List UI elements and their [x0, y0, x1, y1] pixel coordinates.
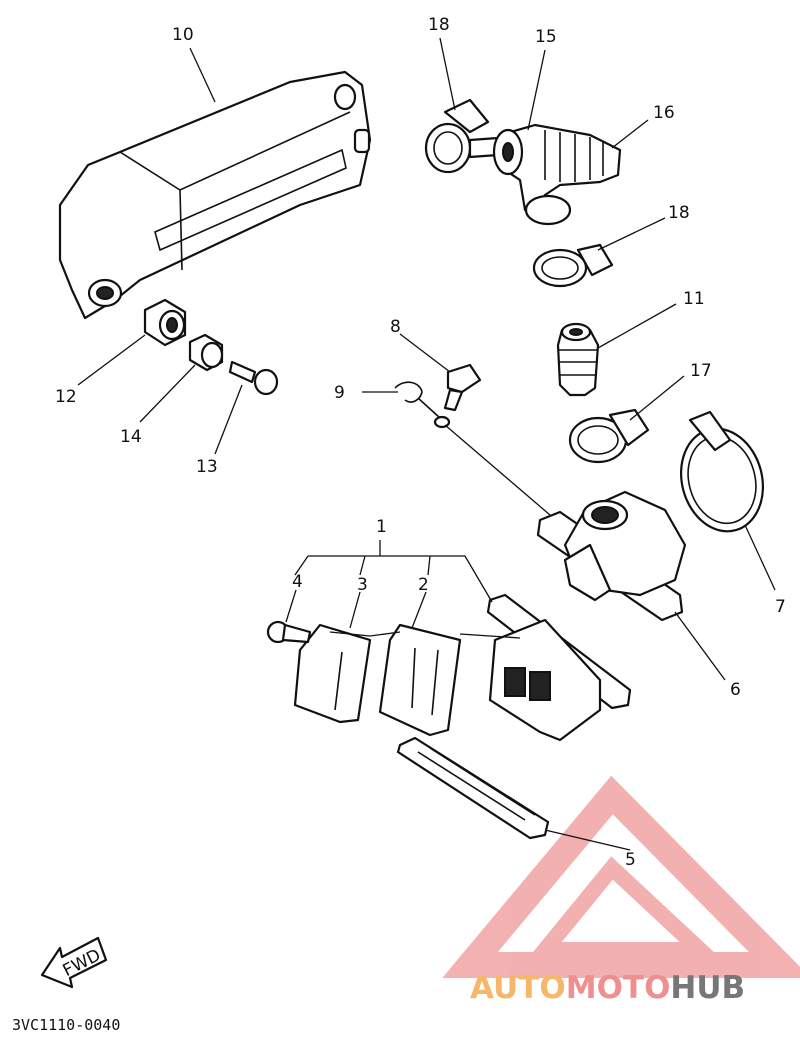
- callout-18-mid: 18: [668, 203, 690, 223]
- joint-boot-part-15-16: [492, 123, 622, 226]
- callout-8: 8: [390, 317, 401, 337]
- hose-clamp-part-18-upper: [424, 98, 500, 174]
- fwd-arrow-icon: [40, 936, 108, 989]
- diagram-code: 3VC1110-0040: [12, 1016, 120, 1034]
- bolt-part-8: [443, 363, 482, 412]
- callout-9: 9: [334, 383, 345, 403]
- callout-5: 5: [625, 850, 636, 870]
- band-clamp-part-7: [679, 410, 765, 533]
- callout-17: 17: [690, 361, 712, 381]
- collar-part-14: [188, 333, 224, 372]
- callout-10: 10: [172, 25, 194, 45]
- callout-1: 1: [376, 517, 387, 537]
- callout-16: 16: [653, 103, 675, 123]
- callout-6: 6: [730, 680, 741, 700]
- clip-part-9: [394, 381, 451, 429]
- callout-2: 2: [418, 575, 429, 595]
- air-box-part-10: [58, 70, 372, 320]
- reed-part-2: [378, 623, 462, 737]
- callout-11: 11: [683, 289, 705, 309]
- callout-13: 13: [196, 457, 218, 477]
- callout-12: 12: [55, 387, 77, 407]
- leader-lines: [77, 37, 776, 851]
- watermark-auto: AUTO: [470, 970, 566, 1006]
- watermark-logo: [442, 775, 800, 978]
- callout-3: 3: [357, 575, 368, 595]
- hose-clamp-part-18-lower: [532, 243, 614, 288]
- callout-4: 4: [292, 572, 303, 592]
- callout-14: 14: [120, 427, 142, 447]
- pipe-part-11: [556, 322, 600, 397]
- callout-18-top: 18: [428, 15, 450, 35]
- watermark-hub: HUB: [670, 970, 745, 1006]
- callout-7: 7: [775, 597, 786, 617]
- hose-clamp-part-17: [568, 408, 650, 464]
- watermark-moto: MOTO: [566, 970, 671, 1006]
- intake-manifold-part-6: [536, 490, 687, 622]
- screw-part-13: [228, 360, 279, 396]
- screw-part-4: [266, 620, 312, 644]
- watermark-text: AUTOMOTOHUB: [470, 970, 745, 1006]
- callout-15: 15: [535, 27, 557, 47]
- stopper-part-3: [293, 623, 372, 724]
- grommet-part-12: [143, 298, 187, 347]
- reed-valve-assembly-part-1: [486, 593, 632, 742]
- gasket-part-5: [396, 736, 550, 840]
